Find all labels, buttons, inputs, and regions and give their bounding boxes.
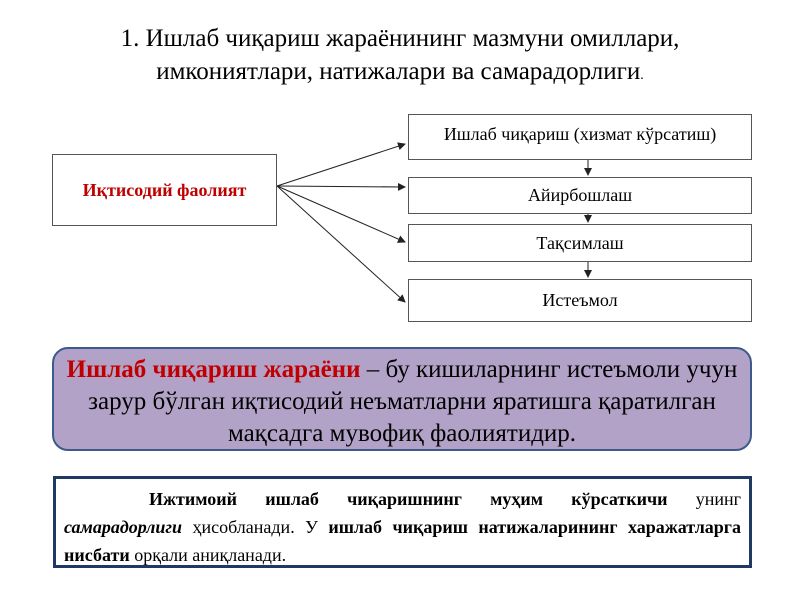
arrow-to-distribution [276,185,406,243]
stage-production-box: Ишлаб чиқариш (хизмат кўрсатиш) [408,114,752,160]
arrow-to-consumption [276,185,406,303]
note-text-b: ҳисобланади. У [182,517,329,537]
stage-consumption-label: Истеъмол [542,290,618,310]
title-line-1: 1. Ишлаб чиқариш жараёнининг мазмуни оми… [120,25,680,52]
stage-exchange-box: Айирбошлаш [408,177,752,214]
economic-activity-label: Иқтисодий фаолият [82,179,247,200]
note-indicator-phrase: Ижтимоий ишлаб чиқаришнинг муҳим кўрсатк… [149,489,668,509]
note-ratio-phrase: ишлаб чиқариш натижаларининг харажатларг… [64,517,741,565]
definition-panel: Ишлаб чиқариш жараёни – бу кишиларнинг и… [52,347,752,451]
title-line-2: имкониятлари, натижалари ва самарадорлиг… [0,55,800,92]
page-title: 1. Ишлаб чиқариш жараёнининг мазмуни оми… [0,22,800,92]
stage-distribution-box: Тақсимлаш [408,224,752,262]
title-line-2-text: имкониятлари, натижалари ва самарадорлиг… [156,58,641,85]
stage-exchange-label: Айирбошлаш [527,185,633,205]
stage-consumption-box: Истеъмол [408,279,752,322]
arrow-to-production [276,142,406,187]
note-text-c: орқали аниқланади. [129,545,287,565]
stage-distribution-label: Тақсимлаш [536,232,624,253]
title-dot: . [640,68,644,83]
economic-activity-box: Иқтисодий фаолият [52,154,277,226]
arrow-to-exchange [276,182,406,191]
definition-term: Ишлаб чиқариш жараёни [66,356,361,383]
note-text-a: унинг [667,489,741,509]
stage-production-label: Ишлаб чиқариш (хизмат кўрсатиш) [443,124,717,144]
definition-text: – бу кишиларнинг истеъмоли учун зарур бў… [88,356,738,447]
efficiency-note: Ижтимоий ишлаб чиқаришнинг муҳим кўрсатк… [53,476,752,568]
note-efficiency-term: самарадорлиги [64,517,183,537]
